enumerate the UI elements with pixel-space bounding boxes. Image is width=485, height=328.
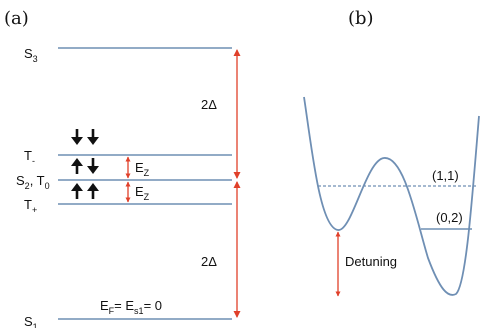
label-t-plus: T+ [24, 197, 37, 215]
panel-a-label: (a) [4, 8, 29, 29]
double-well-potential-curve [303, 96, 480, 296]
spin-down-down-icon [71, 129, 99, 145]
zeeman-lower-label: EZ [135, 184, 150, 202]
spin-up-down-icon [71, 158, 99, 174]
label-s3: S3 [24, 46, 38, 64]
gap-upper-label: 2Δ [201, 97, 217, 112]
fermi-label: EF= Es1= 0 [100, 298, 162, 316]
label-t-minus: T- [24, 148, 35, 166]
label-s1: S1 [24, 314, 38, 328]
detuning-label: Detuning [345, 254, 397, 269]
panel-b-label: (b) [348, 8, 374, 29]
spin-up-up-icon [71, 183, 99, 199]
zeeman-upper-label: EZ [135, 160, 150, 178]
charge-state-02-label: (0,2) [436, 210, 463, 225]
gap-lower-label: 2Δ [201, 254, 217, 269]
charge-state-11-label: (1,1) [432, 168, 459, 183]
label-s2-t0: S2, T0 [16, 173, 50, 191]
